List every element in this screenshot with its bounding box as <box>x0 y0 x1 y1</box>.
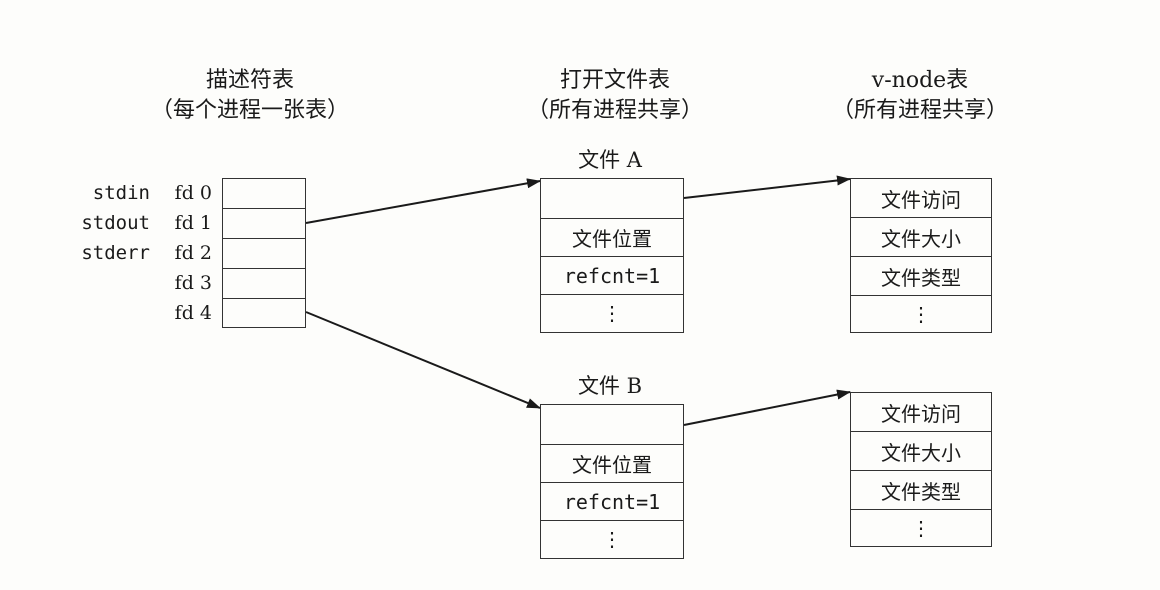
file-a-cell-refcnt: refcnt=1 <box>541 257 683 295</box>
fd-label-2: fd 2 <box>174 242 212 264</box>
open-file-table-title: 打开文件表 <box>559 68 670 93</box>
vnode-a-cell-access: 文件访问 <box>851 179 991 218</box>
vnode-table-title: v-node表 <box>871 68 969 93</box>
std-label-1: stdout <box>81 212 150 234</box>
file-a-cell-top <box>541 179 683 219</box>
descriptor-table-subtitle: （每个进程一张表） <box>150 98 349 123</box>
descriptor-cell-fd2 <box>223 239 305 269</box>
descriptor-table-title: 描述符表 <box>205 68 294 93</box>
vnode-a-cell-ellipsis: ⋮ <box>911 301 931 326</box>
descriptor-table-header: 描述符表 （每个进程一张表） <box>130 66 370 126</box>
open-file-table-subtitle: （所有进程共享） <box>526 98 703 123</box>
std-label-0: stdin <box>92 182 150 204</box>
arrow-file-a-to-vnode-a <box>683 175 851 199</box>
file-b-table: 文件位置 refcnt=1 ⋮ <box>540 404 684 559</box>
file-a-caption: 文件 A <box>578 148 642 172</box>
descriptor-cell-fd0 <box>223 179 305 209</box>
vnode-a-table: 文件访问 文件大小 文件类型 ⋮ <box>850 178 992 333</box>
vnode-a-cell-type: 文件类型 <box>851 257 991 296</box>
vnode-b-cell-size: 文件大小 <box>851 432 991 471</box>
file-b-cell-ellipsis: ⋮ <box>602 527 622 551</box>
descriptor-cell-fd3 <box>223 269 305 299</box>
file-b-caption: 文件 B <box>577 374 643 398</box>
descriptor-cell-fd4 <box>223 299 305 329</box>
vnode-b-table: 文件访问 文件大小 文件类型 ⋮ <box>850 392 992 547</box>
file-a-cell-ellipsis: ⋮ <box>602 301 622 325</box>
std-label-2: stderr <box>81 242 150 264</box>
fd-label-1: fd 1 <box>174 212 212 234</box>
vnode-table-header: v-node表 （所有进程共享） <box>800 66 1040 126</box>
vnode-b-cell-type: 文件类型 <box>851 471 991 510</box>
arrow-fd4-to-file-b <box>305 311 541 409</box>
descriptor-cell-fd1 <box>223 209 305 239</box>
file-b-cell-position: 文件位置 <box>541 445 683 483</box>
fd-label-4: fd 4 <box>174 302 212 324</box>
file-b-cell-top <box>541 405 683 445</box>
file-a-table: 文件位置 refcnt=1 ⋮ <box>540 178 684 333</box>
vnode-table-subtitle: （所有进程共享） <box>831 98 1008 123</box>
file-a-cell-position: 文件位置 <box>541 219 683 257</box>
vnode-a-cell-size: 文件大小 <box>851 218 991 257</box>
descriptor-table <box>222 178 306 328</box>
file-b-cell-refcnt: refcnt=1 <box>541 483 683 521</box>
vnode-b-cell-ellipsis: ⋮ <box>911 515 931 540</box>
fd-label-3: fd 3 <box>174 272 212 294</box>
open-file-table-header: 打开文件表 （所有进程共享） <box>495 66 735 126</box>
arrow-fd1-to-file-a <box>305 178 541 224</box>
vnode-b-cell-access: 文件访问 <box>851 393 991 432</box>
arrow-file-b-to-vnode-b <box>683 389 851 426</box>
fd-label-0: fd 0 <box>174 182 212 204</box>
